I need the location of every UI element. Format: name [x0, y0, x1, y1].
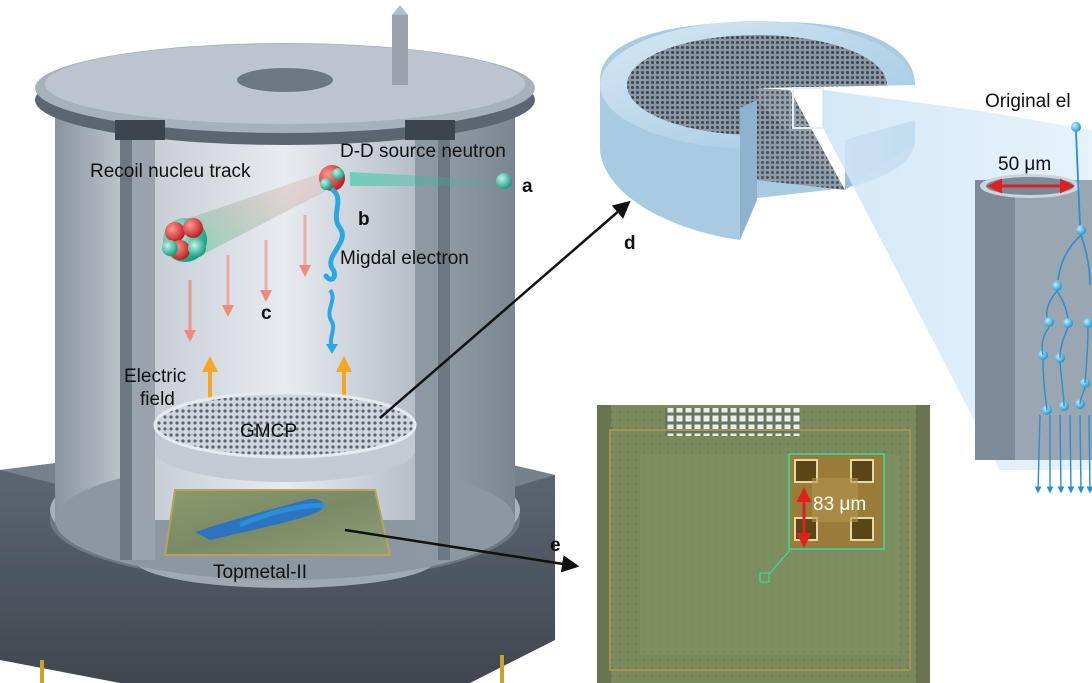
topmetal-chip: [163, 489, 392, 556]
recoil-track-label: Recoil nucleu track: [90, 161, 251, 182]
recoiled-nucleus-cluster: [162, 218, 207, 262]
gmcp-disc: [153, 391, 417, 482]
pixel-inset: [788, 453, 885, 550]
original-electron-label: Original el: [985, 91, 1071, 112]
topmetal-label: Topmetal-II: [213, 562, 307, 583]
panel-label-b: b: [358, 209, 370, 230]
panel-label-a: a: [522, 176, 533, 197]
pore-size-label: 50 μm: [998, 154, 1051, 175]
electron-icon: [1071, 122, 1081, 132]
electric-label-line2: field: [140, 389, 175, 410]
top-lid: [35, 5, 535, 145]
dd-source-label: D-D source neutron: [340, 141, 506, 162]
electron-avalanche: [1034, 122, 1092, 494]
panel-label-d: d: [624, 233, 636, 254]
chip-micrograph: [597, 405, 930, 683]
pore-cross-section: [975, 174, 1092, 460]
neutron-beam: [350, 172, 512, 189]
arrow-to-gmcp-zoom: [379, 200, 631, 419]
migdal-label: Migdal electron: [340, 248, 469, 269]
electric-label-line1: Electric: [124, 366, 186, 387]
panel-label-c: c: [261, 303, 272, 324]
pixel-size-label: 83 μm: [813, 494, 866, 515]
arrow-to-chip-zoom: [344, 528, 580, 573]
recoil-nucleus: [162, 165, 345, 262]
drift-field-arrows: [184, 215, 311, 342]
panel-label-e: e: [550, 535, 561, 556]
migdal-electron: [323, 187, 345, 354]
gmcp-label: GMCP: [240, 421, 297, 442]
neutron-icon: [496, 173, 512, 189]
